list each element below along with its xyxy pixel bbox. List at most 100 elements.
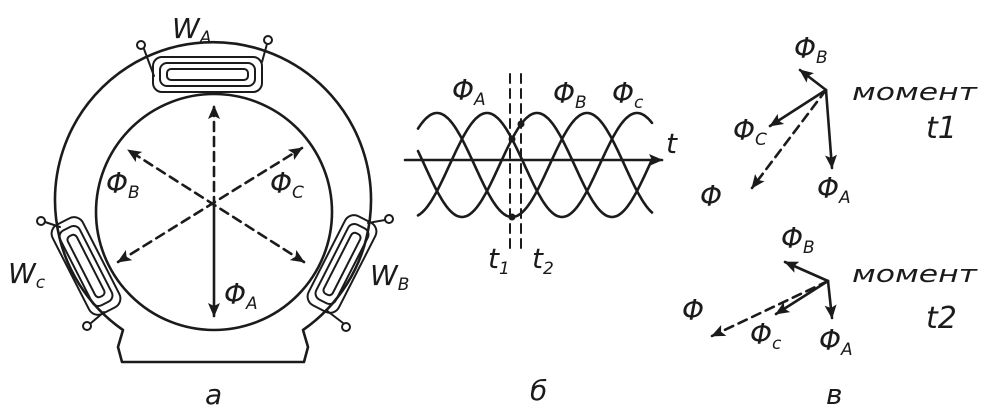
flux-a-symbol: Φ (224, 278, 246, 311)
terminal-icon (82, 321, 92, 331)
wave-b-symbol: Φ (553, 77, 575, 110)
wave-a-symbol: Φ (452, 74, 474, 107)
vector-flux-b (798, 68, 828, 92)
vector-flux-c (774, 279, 830, 316)
wave-a-label: ΦA (452, 74, 486, 110)
vector-flux-a (824, 279, 837, 320)
flux-a-subscript: A (245, 294, 258, 314)
t2-label: t2 (532, 242, 554, 279)
coil-turn (58, 224, 114, 308)
flux-b-subscript: B (128, 183, 140, 203)
stator-outer-contour (53, 40, 373, 364)
winding-a-label: WA (172, 12, 211, 48)
winding-b-subscript: B (398, 275, 410, 295)
intersection-dot (508, 213, 516, 221)
wave-b-subscript: B (575, 93, 587, 113)
coil-lead (367, 219, 386, 224)
vector-flux-b (783, 260, 830, 283)
t1-letter: t (488, 242, 500, 275)
flux-b-label: ΦB (106, 167, 140, 203)
flux-a-label: ΦA (224, 278, 258, 314)
vector-flux-total (750, 88, 828, 190)
stator-bore-circle (94, 92, 334, 332)
winding-c-subscript: c (36, 273, 46, 293)
winding-b-coil (306, 214, 378, 314)
flux-subscript: c (772, 334, 782, 354)
terminal-icon (36, 216, 46, 226)
vector-diagram-moment-1: ΦB ΦA ΦC Φ момент t1 (700, 32, 978, 213)
flux-symbol: Φ (750, 318, 772, 351)
flux-c-symbol: Φ (270, 167, 292, 200)
panel-a-caption: а (205, 378, 222, 411)
vector-flux-c-label: ΦC (733, 114, 767, 150)
coil-lead (90, 311, 105, 324)
flux-subscript: C (755, 130, 767, 150)
terminal-icon (384, 214, 394, 224)
t2-letter: t (532, 242, 544, 275)
coil-lead (44, 221, 61, 228)
coil-lead (261, 43, 268, 63)
flux-b-symbol: Φ (106, 167, 128, 200)
flux-subscript: B (803, 238, 815, 258)
winding-c-letter: W (8, 257, 37, 290)
wave-a-subscript: A (473, 90, 486, 110)
panel-b-caption: б (530, 374, 547, 407)
flux-c-wave (416, 111, 654, 219)
flux-a-wave (416, 111, 654, 219)
vector-flux-a (824, 88, 837, 170)
flux-symbol: Φ (794, 32, 816, 65)
coil-turn (322, 231, 362, 297)
coil-turn (50, 216, 122, 316)
flux-b-wave (416, 111, 654, 219)
coil-turn (306, 214, 378, 314)
winding-c-label: Wc (8, 257, 46, 293)
flux-c-subscript: C (292, 183, 304, 203)
flux-c-label: ΦC (270, 167, 304, 203)
coil-turn (66, 233, 106, 299)
flux-subscript: A (838, 188, 851, 208)
coil-lead (143, 48, 155, 77)
vector-flux-total-label: Φ (700, 180, 722, 213)
vector-flux-b-label: ΦB (781, 222, 815, 258)
flux-symbol: Φ (817, 172, 839, 205)
panel-c-caption: в (826, 378, 843, 411)
flux-symbol: Φ (733, 114, 755, 147)
vector-flux-a-label: ΦA (817, 172, 851, 208)
vector-flux-b-label: ΦB (794, 32, 828, 68)
panel-a-stator-diagram: WA Wc WB ΦB ΦC ΦA а (8, 12, 409, 411)
time-axis-label: t (666, 127, 678, 160)
moment-word: момент (852, 260, 978, 288)
terminal-icon (136, 40, 146, 50)
panel-b-waveforms: ΦA ΦB Φc t t1 t2 б (403, 73, 678, 407)
coil-lead (325, 309, 344, 324)
flux-symbol: Φ (819, 324, 841, 357)
intersection-dot (517, 120, 525, 128)
vector-flux-c (768, 88, 828, 128)
panel-c-vector-diagrams: ΦB ΦA ΦC Φ момент t1 ΦB ΦA Φc Φ момент t… (682, 32, 978, 411)
flux-c-axis (116, 146, 304, 264)
wave-c-label: Φc (612, 77, 644, 113)
winding-b-letter: W (370, 259, 399, 292)
moment-time: t1 (926, 111, 957, 146)
t1-subscript: 1 (499, 259, 510, 279)
winding-c-coil (50, 216, 122, 316)
wave-b-label: ΦB (553, 77, 587, 113)
moment-word: момент (852, 78, 978, 106)
coil-turn (159, 62, 256, 87)
terminal-icon (341, 322, 351, 332)
terminal-icon (263, 35, 273, 45)
moment-time: t2 (926, 301, 957, 336)
vector-diagram-moment-2: ΦB ΦA Φc Φ момент t2 (682, 222, 978, 360)
vector-flux-total (710, 279, 830, 338)
t1-label: t1 (488, 242, 510, 279)
wave-c-subscript: c (634, 93, 644, 113)
vector-flux-a-label: ΦA (819, 324, 853, 360)
flux-symbol: Φ (781, 222, 803, 255)
winding-b-label: WB (370, 259, 409, 295)
flux-subscript: A (840, 340, 853, 360)
winding-a-subscript: A (199, 28, 212, 48)
coil-turn (314, 222, 370, 306)
t2-subscript: 2 (543, 259, 554, 279)
intersection-dot (508, 135, 516, 143)
